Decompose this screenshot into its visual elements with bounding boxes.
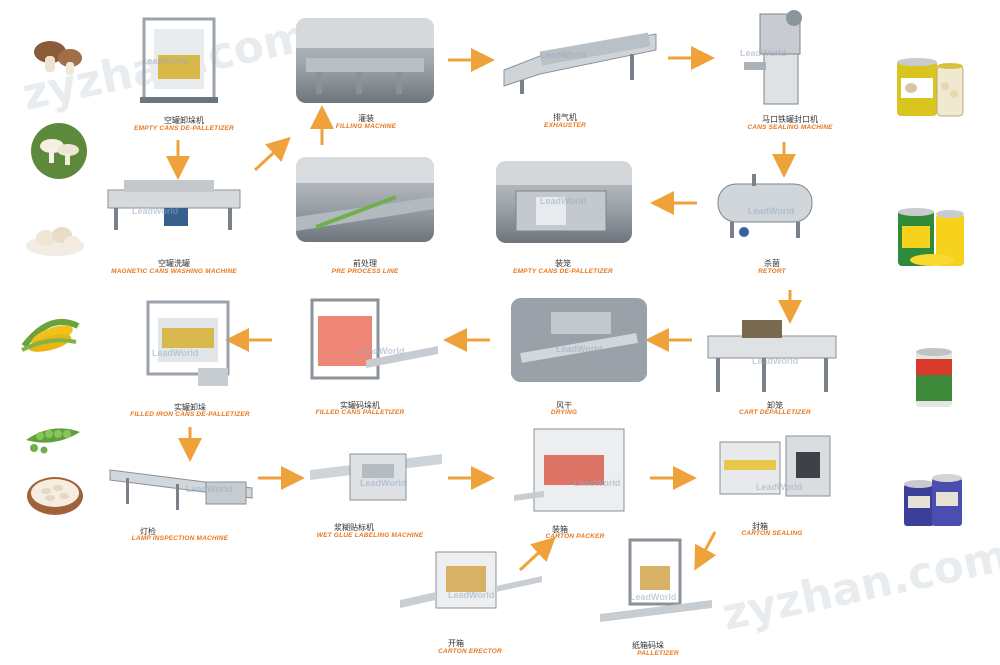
label-cn-cans-sealing: 马口铁罐封口机 (762, 115, 818, 124)
brand-watermark: LeadWorld (630, 592, 677, 602)
depalletizer-machine-icon (140, 17, 218, 103)
step-palletizer (596, 536, 716, 632)
brand-watermark: LeadWorld (740, 48, 787, 58)
brand-watermark: LeadWorld (540, 50, 587, 60)
label-en-drying: DRYING (550, 409, 578, 416)
labeling-machine-icon (310, 453, 442, 501)
label-en-loading: EMPTY CANS DE-PALLETIZER (513, 268, 613, 275)
sealing-machine-icon (744, 10, 802, 105)
corn-can-icon (896, 206, 968, 268)
brand-watermark: LeadWorld (360, 478, 407, 488)
lamp-inspection-icon (109, 469, 253, 510)
step-carton-packer (514, 425, 634, 521)
label-cn-labeling: 浆糊贴标机 (334, 523, 374, 532)
beans-can-icon (912, 345, 956, 409)
brand-watermark: LeadWorld (186, 484, 233, 494)
arrow-sealing-to-palletizer (694, 531, 717, 571)
mushroom-can-icon (895, 56, 967, 118)
label-en-preprocess: PRE PROCESS LINE (331, 268, 399, 275)
step-carton-erector (396, 546, 546, 620)
label-cn-washing: 空罐洗罐 (158, 259, 190, 268)
exhauster-machine-icon (503, 32, 657, 94)
step-lamp-inspection (106, 454, 256, 514)
step-cans-sealing (738, 4, 818, 110)
step-filled-cans-depalletizer (140, 298, 236, 390)
pre-process-line-photo (296, 157, 434, 242)
cart-depalletizer-icon (707, 320, 837, 392)
step-magnetic-cans-washing (104, 176, 244, 236)
brand-watermark: LeadWorld (574, 478, 621, 488)
label-cn-lamp: 灯检 (140, 527, 156, 536)
step-cart-depalletizer (702, 316, 842, 396)
label-cn-carton-sealing: 封箱 (752, 522, 768, 531)
label-en-washing: MAGNETIC CANS WASHING MACHINE (111, 268, 237, 275)
label-en-cans-sealing: CANS SEALING MACHINE (747, 124, 833, 131)
step-retort (712, 170, 818, 242)
step-filled-cans-palletizer (306, 296, 442, 388)
brand-watermark: LeadWorld (142, 56, 189, 66)
label-cn-filling: 灌装 (358, 114, 374, 123)
label-cn-filled-depalletizer: 实罐卸垛 (174, 403, 206, 412)
beans-bowl-icon (26, 474, 84, 516)
label-cn-exhauster: 排气机 (553, 113, 577, 122)
brand-watermark: LeadWorld (152, 348, 199, 358)
white-mushroom-icon (30, 122, 88, 180)
brand-watermark: LeadWorld (448, 590, 495, 600)
arrow-erector-to-packer (518, 536, 556, 572)
brand-watermark: LeadWorld (556, 344, 603, 354)
empty-cans-icon (900, 474, 966, 530)
carton-erector-icon (400, 551, 542, 609)
label-en-cart-depalletizer: CART DEPALLETIZER (739, 409, 811, 416)
label-en-carton-sealing: CARTON SEALING (741, 530, 803, 537)
arrow-washing-to-filling (253, 136, 291, 172)
drying-photo (511, 298, 647, 382)
label-en-filling: FILLING MACHINE (335, 123, 397, 130)
carton-sealing-icon (719, 435, 831, 497)
washing-machine-icon (107, 180, 241, 230)
brand-watermark: LeadWorld (132, 206, 179, 216)
label-en-exhauster: EXHAUSTER (544, 122, 586, 129)
filling-machine-photo (296, 18, 434, 103)
sliced-mushroom-icon (24, 218, 86, 258)
label-en-filled-depalletizer: FILLED IRON CANS DE-PALLETIZER (130, 411, 250, 418)
brand-watermark: LeadWorld (540, 196, 587, 206)
label-cn-drying: 风干 (556, 401, 572, 410)
label-cn-erector: 开箱 (448, 639, 464, 648)
brand-watermark: LeadWorld (756, 482, 803, 492)
label-cn-cart-depalletizer: 卸笼 (767, 401, 783, 410)
palletizer-icon (600, 538, 712, 622)
retort-icon (717, 174, 813, 238)
label-en-filled-palletizer: FILLED CANS PALLETIZER (315, 409, 405, 416)
step-carton-sealing (714, 430, 834, 516)
label-en-palletizer: PALLETIZER (637, 650, 679, 657)
label-cn-filled-palletizer: 实罐码垛机 (340, 401, 380, 410)
brand-watermark: LeadWorld (358, 346, 405, 356)
can-loading-photo (496, 161, 632, 243)
label-cn-retort: 杀菌 (764, 259, 780, 268)
brand-watermark: LeadWorld (752, 356, 799, 366)
filled-depalletizer-icon (146, 300, 230, 386)
palletizer-machine-icon (310, 298, 438, 380)
step-empty-cans-depalletizer (130, 15, 230, 115)
brand-watermark: LeadWorld (748, 206, 795, 216)
peas-icon (22, 420, 84, 454)
label-cn-loading: 装笼 (555, 259, 571, 268)
label-en-lamp: LAMP INSPECTION MACHINE (131, 535, 229, 542)
mushroom-icon (30, 36, 86, 80)
label-cn-packer: 装箱 (552, 525, 568, 534)
carton-packer-icon (514, 428, 625, 512)
label-cn-empty-cans-depalletizer: 空罐卸垛机 (164, 116, 204, 125)
corn-icon (20, 316, 80, 354)
step-wet-glue-labeling (306, 440, 446, 512)
label-en-retort: RETORT (758, 268, 786, 275)
label-cn-palletizer: 纸箱码垛 (632, 641, 664, 650)
step-exhauster (500, 20, 660, 95)
label-en-empty-cans-depalletizer: EMPTY CANS DE-PALLETIZER (134, 125, 234, 132)
label-cn-preprocess: 前处理 (353, 259, 377, 268)
label-en-packer: CARTON PACKER (545, 533, 605, 540)
label-en-erector: CARTON ERECTOR (438, 648, 502, 655)
label-en-labeling: WET GLUE LABELING MACHINE (316, 532, 424, 539)
